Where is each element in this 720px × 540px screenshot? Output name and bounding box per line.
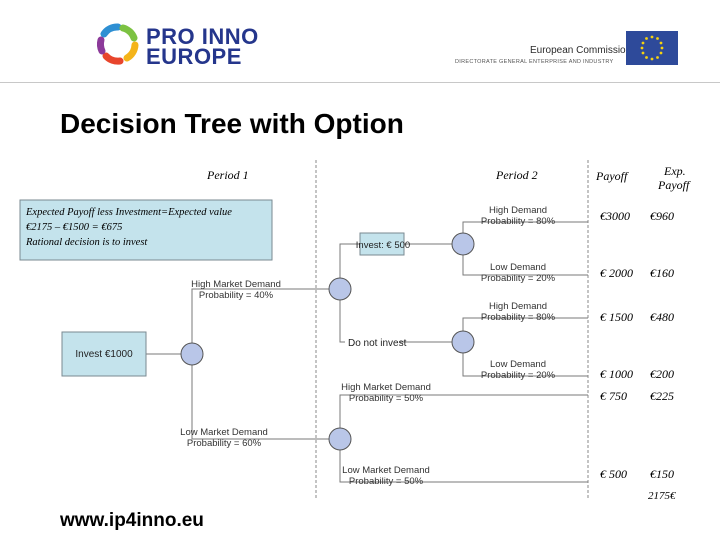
note-line-3: Rational decision is to invest	[25, 237, 148, 248]
note-text: Expected Payoff less Investment=Expected…	[25, 207, 235, 248]
note-line-1: Expected Payoff less Investment=Expected…	[25, 207, 232, 218]
exp-payoff-header-line1: Exp.	[663, 164, 686, 178]
exp-payoff-value: €225	[650, 389, 674, 403]
brand-logo-icon	[92, 20, 144, 66]
root-decision-node	[180, 342, 204, 366]
invest-chance-node	[451, 232, 475, 256]
market-chance-node-a	[328, 277, 352, 301]
exp-payoff-value: €480	[650, 310, 674, 324]
payoff-value: € 500	[600, 467, 627, 481]
ec-name: European Commission	[530, 45, 632, 56]
payoff-value: € 1500	[600, 310, 633, 324]
period-1-label: Period 1	[206, 168, 249, 182]
payoff-value: € 1000	[600, 367, 633, 381]
exp-payoff-value: €160	[650, 266, 674, 280]
exp-payoff-value: €150	[650, 467, 674, 481]
invest-1000-label: Invest €1000	[75, 349, 133, 360]
brand-name: PRO INNO EUROPE	[146, 24, 259, 69]
payoff-value: € 750	[600, 389, 627, 403]
invest-500-box	[359, 232, 405, 256]
expected-total: 2175€	[648, 490, 676, 502]
invest-500-label: Invest: € 500	[356, 240, 410, 251]
exp-payoff-value: €960	[650, 209, 674, 223]
eu-flag-icon	[626, 31, 678, 65]
exp-payoff-value: €200	[650, 367, 674, 381]
exp-payoff-header: Exp. Payoff	[657, 164, 691, 192]
page-title: Decision Tree with Option	[60, 108, 404, 139]
header-divider	[0, 82, 720, 83]
do-not-invest-label: Do not invest	[348, 338, 407, 349]
period-2-label: Period 2	[495, 168, 538, 182]
note-line-2: €2175 – €1500 = €675	[26, 222, 122, 233]
ec-subtitle: DIRECTORATE GENERAL ENTERPRISE AND INDUS…	[455, 59, 614, 65]
footer-url[interactable]: www.ip4inno.eu	[60, 510, 204, 531]
note-box	[19, 199, 273, 261]
brand-line-2: EUROPE	[146, 44, 242, 69]
payoff-header: Payoff	[595, 169, 629, 183]
invest-1000-box	[61, 331, 147, 377]
market-chance-node-b	[328, 427, 352, 451]
payoff-value: €3000	[600, 209, 630, 223]
exp-payoff-header-line2: Payoff	[657, 178, 691, 192]
payoff-value: € 2000	[600, 266, 633, 280]
brand-line-1: PRO INNO	[146, 24, 259, 49]
no-invest-chance-node	[451, 330, 475, 354]
